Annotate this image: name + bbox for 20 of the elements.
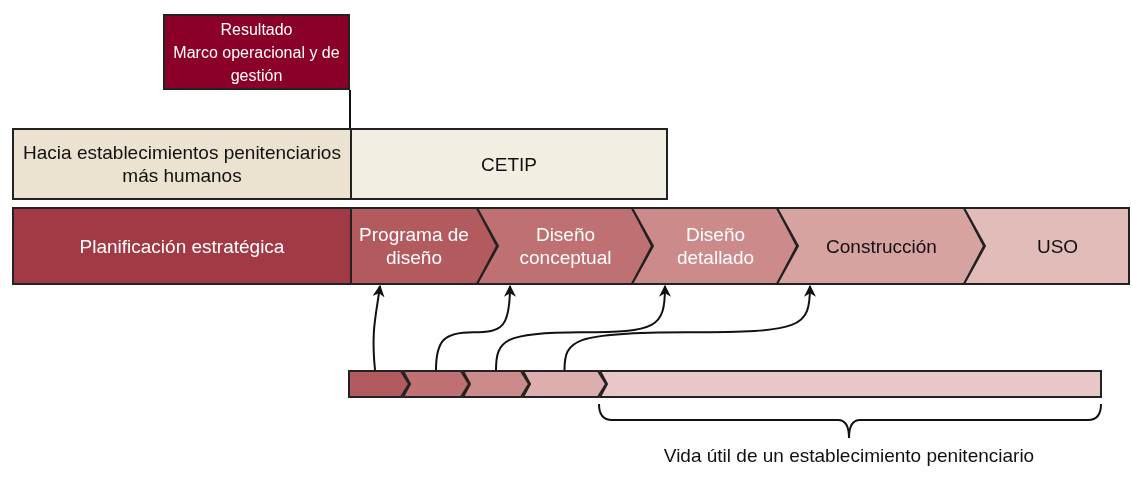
step-label: Construcción	[826, 234, 937, 258]
step-label: Diseño detallado	[675, 223, 756, 269]
box-label: Marco operacional y de gestión	[172, 42, 341, 86]
arrow	[563, 284, 816, 371]
step-label: USO	[1036, 234, 1079, 258]
step-label: Programa de diseño	[358, 223, 470, 269]
step-label: Diseño conceptual	[518, 223, 613, 269]
box-label: CETIP	[481, 152, 537, 176]
bracket-label: Vida útil de un establecimiento penitenciario	[662, 444, 1036, 467]
box-label: Hacia establecimientos penitenciarios más humanos	[22, 141, 342, 187]
result-box	[163, 14, 350, 90]
arrow	[372, 284, 385, 371]
connector-line	[349, 89, 351, 129]
phase-box	[12, 207, 352, 285]
arrow	[495, 284, 671, 371]
box-label: Resultado	[220, 19, 293, 40]
arrow	[435, 284, 516, 371]
goal-box	[12, 128, 352, 200]
box-label: Planificación estratégica	[79, 234, 285, 258]
program-box	[350, 128, 668, 200]
